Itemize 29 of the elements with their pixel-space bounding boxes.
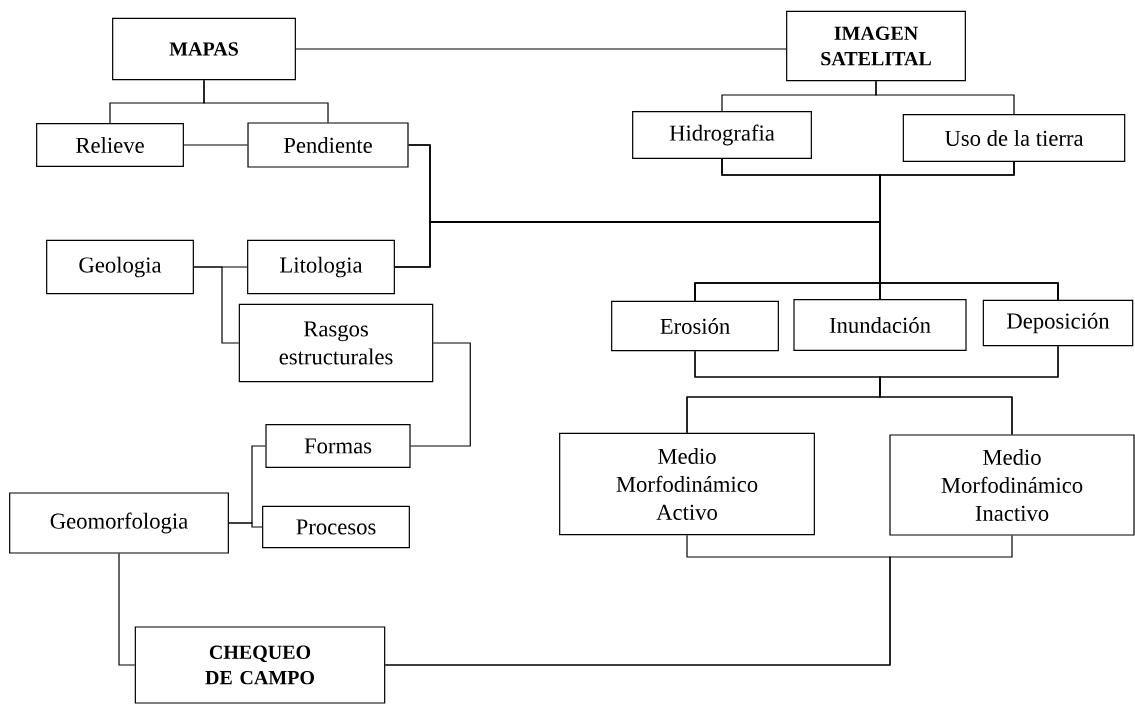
connector-line [228,522,263,528]
connector-line [295,48,787,50]
concept-box: Procesos [262,505,410,549]
connector-line [384,535,1013,666]
connector-line [879,345,1059,435]
concept-box: Hidrografia [632,111,812,159]
connector-line [410,342,471,447]
title-box: MAPAS [112,17,296,81]
connector-line [394,221,1059,301]
concept-box: Geologia [46,239,194,295]
concept-box: Medio Morfodinámico Activo [559,432,815,536]
concept-box: Medio Morfodinámico Inactivo [889,434,1135,536]
connector-line [118,553,136,666]
concept-box: Inundación [793,299,967,351]
concept-box: Rasgos estructurales [238,303,434,383]
concept-box: Erosión [611,300,779,352]
title-box: CHEQUEO DE CAMPO [134,626,386,704]
concept-box: Formas [265,424,411,468]
title-box: IMAGEN SATELITAL [786,10,966,82]
concept-box: Deposición [982,299,1134,347]
connector-line [875,80,1015,115]
concept-box: Uso de la tierra [902,114,1126,162]
connector-line [193,266,240,344]
connector-line [203,79,329,123]
concept-box: Relieve [36,123,184,167]
concept-box: Litologia [247,239,395,295]
concept-box: Pendiente [247,122,409,168]
connector-line [183,144,248,146]
concept-box: Geomorfologia [9,492,229,554]
